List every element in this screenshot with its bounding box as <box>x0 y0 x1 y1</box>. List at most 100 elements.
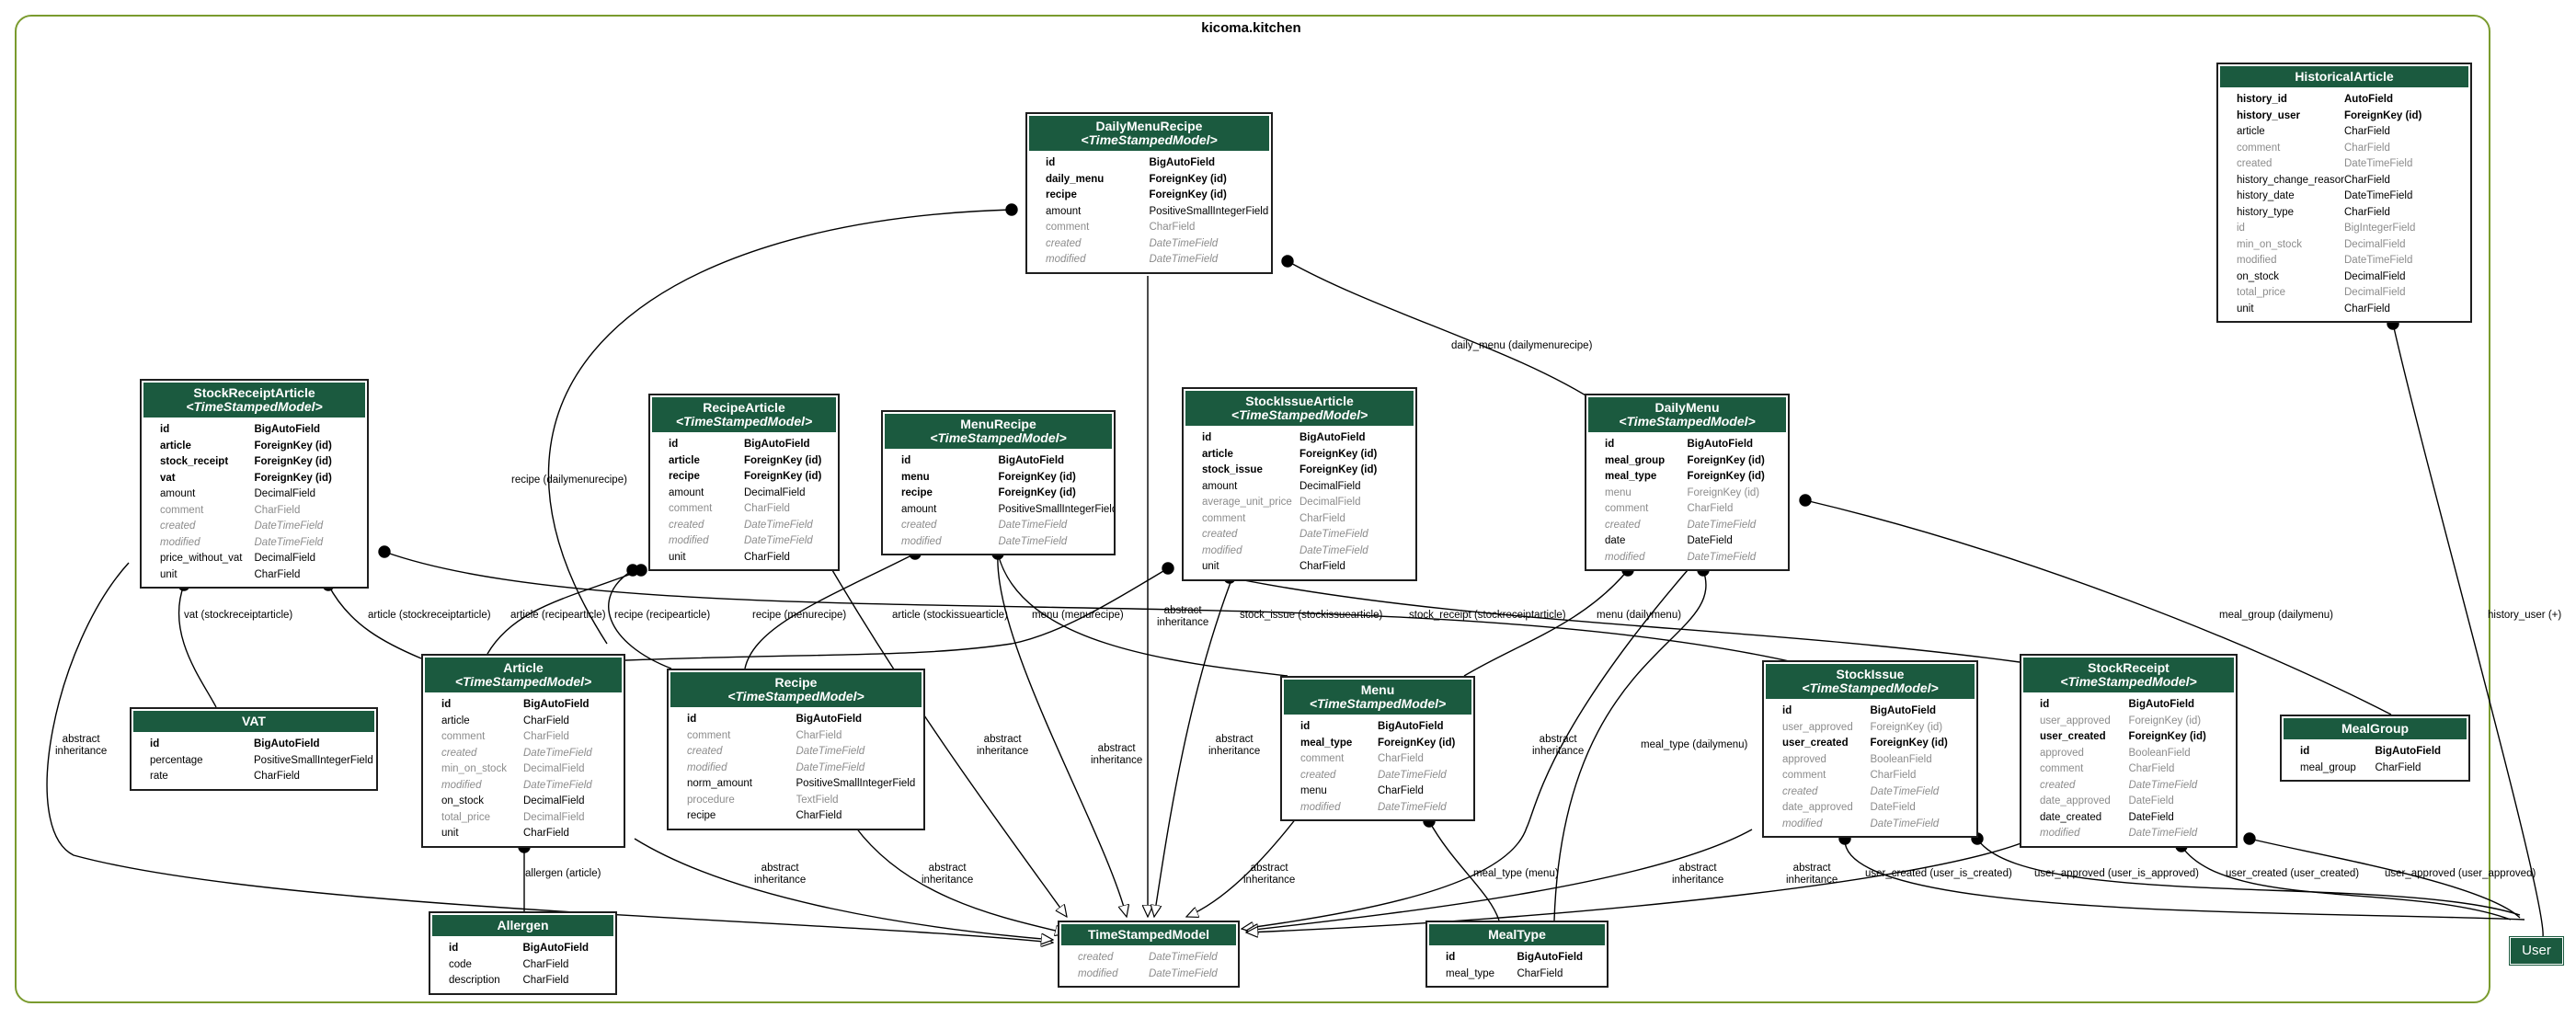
model-recipearticle[interactable]: RecipeArticleTimeStampedModelidBigAutoFi… <box>648 394 840 571</box>
model-header: MenuRecipeTimeStampedModel <box>885 414 1112 449</box>
field-type: ForeignKey (id) <box>254 472 332 484</box>
field-name: min_on_stock <box>441 763 507 774</box>
field-type: DateTimeField <box>1870 785 1940 797</box>
field-type: BooleanField <box>1870 753 1932 765</box>
field-name: recipe <box>669 471 700 482</box>
field-name: id <box>1202 432 1212 443</box>
field-type: DecimalField <box>523 795 585 806</box>
model-dailymenu[interactable]: DailyMenuTimeStampedModelidBigAutoFieldm… <box>1585 394 1790 571</box>
edge-label: stock_receipt (stockreceiptarticle) <box>1409 610 1566 621</box>
field-type: BigAutoField <box>1149 157 1216 168</box>
field-type: DateTimeField <box>254 536 324 548</box>
model-stockissue[interactable]: StockIssueTimeStampedModelidBigAutoField… <box>1762 660 1978 838</box>
field-type: ForeignKey (id) <box>1149 173 1227 185</box>
field-name: date_approved <box>1782 802 1853 813</box>
model-parent: TimeStampedModel <box>887 431 1110 445</box>
field-type: CharField <box>744 503 790 514</box>
field-name: id <box>2040 699 2050 710</box>
field-type: DateTimeField <box>1149 237 1219 249</box>
model-parent: TimeStampedModel <box>1187 408 1412 422</box>
field-type: CharField <box>1517 967 1563 979</box>
field-type: PositiveSmallIntegerField <box>796 778 916 789</box>
field-type: CharField <box>2344 174 2390 186</box>
field-name: created <box>441 747 477 759</box>
field-type: BigAutoField <box>998 455 1065 466</box>
field-type: ForeignKey (id) <box>1299 464 1378 475</box>
field-type: DateTimeField <box>744 535 813 546</box>
field-name: meal_type <box>1446 967 1495 979</box>
model-header: StockIssueArticleTimeStampedModel <box>1185 391 1414 426</box>
field-type: ForeignKey (id) <box>2128 715 2202 726</box>
field-type: DateTimeField <box>1378 801 1447 813</box>
field-row: meal_type CharField <box>1427 967 1607 983</box>
field-type: DateTimeField <box>523 779 592 791</box>
field-type: DecimalField <box>2344 287 2406 298</box>
edge-label: meal_type (dailymenu) <box>1641 739 1748 750</box>
field-type: CharField <box>1149 222 1196 233</box>
model-recipe[interactable]: RecipeTimeStampedModelidBigAutoFieldcomm… <box>667 669 925 830</box>
model-article[interactable]: ArticleTimeStampedModelidBigAutoFieldart… <box>421 654 625 848</box>
model-header: RecipeTimeStampedModel <box>670 672 922 707</box>
model-name: Menu <box>1360 682 1395 697</box>
model-header: DailyMenuTimeStampedModel <box>1588 397 1786 432</box>
edge-label: daily_menu (dailymenurecipe) <box>1451 340 1593 351</box>
field-type: DecimalField <box>2344 270 2406 282</box>
model-dailymenurecipe[interactable]: DailyMenuRecipeTimeStampedModelidBigAuto… <box>1025 112 1273 274</box>
field-name: unit <box>1202 561 1219 572</box>
model-stockreceiptarticle[interactable]: StockReceiptArticleTimeStampedModelidBig… <box>140 379 369 589</box>
field-name: comment <box>2237 142 2281 154</box>
field-type: CharField <box>254 504 301 516</box>
field-type: CharField <box>523 731 569 742</box>
field-name: date <box>1605 535 1626 546</box>
model-header: MealType <box>1429 924 1605 945</box>
field-type: DateTimeField <box>1299 529 1368 540</box>
field-name: daily_menu <box>1046 173 1105 185</box>
edge-label: meal_group (dailymenu) <box>2219 610 2334 621</box>
field-type: ForeignKey (id) <box>1870 721 1943 733</box>
field-name: modified <box>901 535 942 547</box>
field-type: DecimalField <box>523 763 585 774</box>
model-menu[interactable]: MenuTimeStampedModelidBigAutoFieldmeal_t… <box>1280 676 1475 821</box>
model-header: StockIssueTimeStampedModel <box>1766 664 1975 699</box>
field-type: DateTimeField <box>2128 828 2198 839</box>
model-header: ArticleTimeStampedModel <box>425 658 622 692</box>
field-name: created <box>2237 158 2273 169</box>
model-stockissuearticle[interactable]: StockIssueArticleTimeStampedModelidBigAu… <box>1182 387 1417 581</box>
field-name: unit <box>160 568 177 580</box>
field-name: created <box>669 519 704 531</box>
model-header: HistoricalArticle <box>2220 66 2468 87</box>
edge-label: menu (dailymenu) <box>1597 610 1682 621</box>
field-name: meal_group <box>1605 454 1666 466</box>
field-type: BigAutoField <box>1517 952 1584 963</box>
model-name: MealGroup <box>2341 721 2410 736</box>
model-menurecipe[interactable]: MenuRecipeTimeStampedModelidBigAutoField… <box>881 410 1116 555</box>
field-type: ForeignKey (id) <box>1378 737 1456 749</box>
field-type: DateTimeField <box>1378 769 1447 781</box>
model-stockreceipt[interactable]: StockReceiptTimeStampedModelidBigAutoFie… <box>2020 654 2238 848</box>
field-name: amount <box>901 503 937 515</box>
user-node[interactable]: User <box>2509 936 2564 966</box>
field-name: percentage <box>150 754 203 766</box>
field-row: daily_menu ForeignKey (id) <box>1027 172 1271 189</box>
